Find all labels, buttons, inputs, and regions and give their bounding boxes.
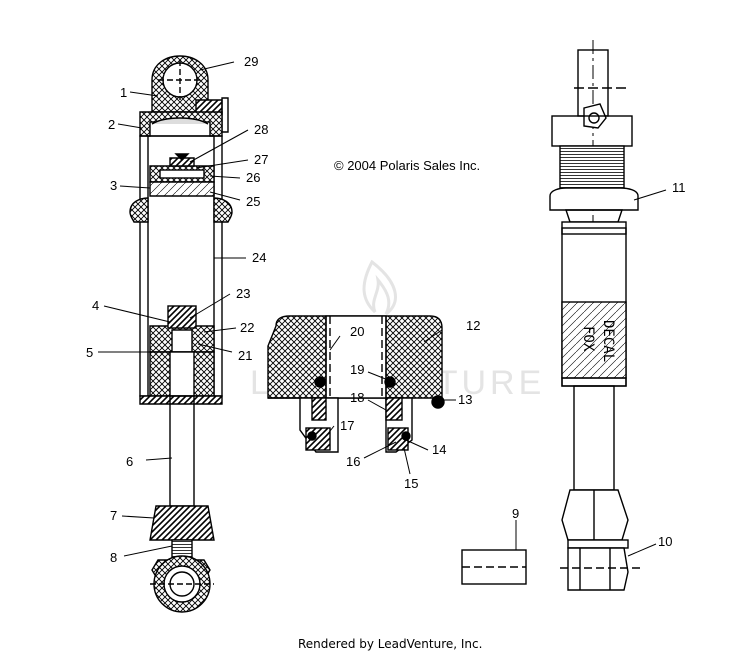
callout-labels: 29 1 2 28 27 26 3 25 24 23 4 22 5 21 6 7…	[86, 54, 686, 565]
callout-6: 6	[126, 454, 133, 469]
callout-17: 17	[340, 418, 354, 433]
shock-exterior-view	[549, 40, 640, 591]
callout-4: 4	[92, 298, 99, 313]
decal-text-line2: FOX	[580, 326, 596, 352]
callout-22: 22	[240, 320, 254, 335]
callout-15: 15	[404, 476, 418, 491]
leader-lines	[98, 61, 667, 557]
callout-5: 5	[86, 345, 93, 360]
callout-21: 21	[238, 348, 252, 363]
copyright-notice: © 2004 Polaris Sales Inc.	[334, 158, 480, 173]
callout-18: 18	[350, 390, 364, 405]
callout-26: 26	[246, 170, 260, 185]
valve-detail-section	[267, 315, 445, 453]
callout-9: 9	[512, 506, 519, 521]
callout-14: 14	[432, 442, 446, 457]
callout-23: 23	[236, 286, 250, 301]
callout-12: 12	[466, 318, 480, 333]
callout-7: 7	[110, 508, 117, 523]
callout-13: 13	[458, 392, 472, 407]
callout-29: 29	[244, 54, 258, 69]
callout-16: 16	[346, 454, 360, 469]
shock-cross-section	[129, 55, 233, 613]
callout-8: 8	[110, 550, 117, 565]
decal-text-line1: DECAL	[600, 320, 616, 362]
callout-10: 10	[658, 534, 672, 549]
callout-1: 1	[120, 85, 127, 100]
callout-11: 11	[672, 180, 686, 195]
callout-24: 24	[252, 250, 266, 265]
callout-20: 20	[350, 324, 364, 339]
sleeve-part	[461, 549, 527, 585]
callout-2: 2	[108, 117, 115, 132]
callout-25: 25	[246, 194, 260, 209]
callout-27: 27	[254, 152, 268, 167]
footer-credit: Rendered by LeadVenture, Inc.	[298, 637, 482, 651]
callout-3: 3	[110, 178, 117, 193]
callout-19: 19	[350, 362, 364, 377]
callout-28: 28	[254, 122, 268, 137]
